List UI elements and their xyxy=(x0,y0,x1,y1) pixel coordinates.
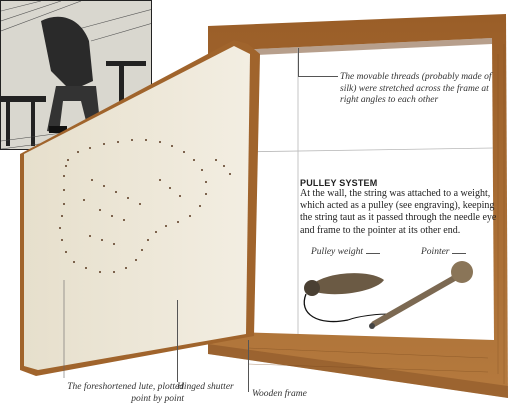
frame-annotation: Wooden frame xyxy=(252,389,352,401)
threads-leader xyxy=(298,76,338,77)
pointer-label: Pointer xyxy=(421,247,450,259)
pulley-weight-label: Pulley weight xyxy=(311,247,363,259)
hinged-shutter xyxy=(20,40,260,380)
threads-leader-vertical xyxy=(298,48,299,76)
threads-annotation: The movable threads (probably made of si… xyxy=(340,72,508,107)
frame-leader xyxy=(248,340,249,392)
pointer-leader xyxy=(452,253,466,254)
pulley-system-body: At the wall, the string was attached to … xyxy=(300,188,498,237)
shutter-annotation: Hinged shutter xyxy=(177,382,237,394)
shutter-leader xyxy=(177,300,178,382)
pulley-weight-leader xyxy=(366,253,380,254)
lute-annotation: The foreshortened lute, plotted point by… xyxy=(64,382,184,405)
pulley-system-heading: PULLEY SYSTEM xyxy=(300,178,377,188)
